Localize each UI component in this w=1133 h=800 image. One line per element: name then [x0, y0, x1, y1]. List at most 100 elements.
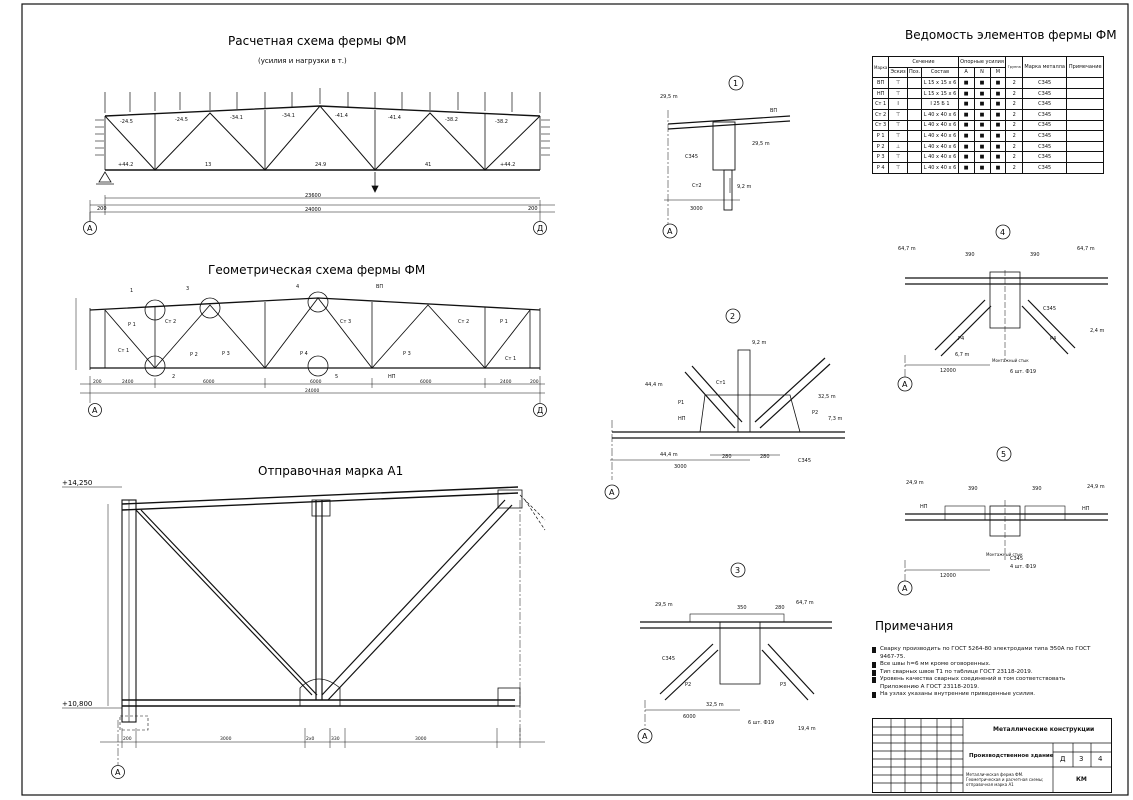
d1-label-7: С345: [685, 154, 698, 160]
spec-cell-steel: С345: [1021, 108, 1068, 121]
spec-cell-sketch: ⊤: [888, 151, 908, 163]
d5-label-7: 12000: [940, 573, 956, 579]
note-text-1: Сварку производить по ГОСТ 5264-80 элект…: [880, 646, 1091, 660]
detail-2-number: 2: [730, 312, 735, 321]
note-text-5: На узлах указаны внутренние приведенные …: [880, 691, 1036, 697]
s2-node-4: 4: [296, 284, 299, 290]
d2-label-3: 32,5 m: [818, 394, 836, 400]
d4-label-6: 6,7 m: [955, 352, 970, 358]
spec-cell-mark: Ст 2: [871, 108, 890, 121]
d5-label-4: 390: [1032, 486, 1042, 492]
spec-col-composition: Состав: [921, 66, 959, 79]
d2-label-4: 7,3 m: [828, 416, 843, 422]
s2-node-2: 2: [172, 374, 175, 380]
tb-code: КМ: [1076, 776, 1087, 783]
tb-stage: Д: [1060, 755, 1066, 763]
spec-cell-sketch: ⊤: [888, 119, 908, 132]
bullet-icon: [872, 692, 876, 698]
d5-label-5: НП: [920, 504, 928, 510]
sheet-frame: [21, 3, 1129, 796]
geometric-scheme: [75, 291, 545, 403]
spec-cell-steel: С345: [1021, 140, 1068, 153]
d5-label-10: Монтажный стык: [986, 552, 1023, 557]
d5-axis-marker: [897, 580, 913, 596]
note-text-4: Уровень качества сварных соединений в то…: [880, 676, 1066, 690]
spec-col-sketch: Эскиз: [888, 66, 908, 79]
spec-cell-sketch: I: [888, 98, 908, 110]
detail-2-callout: [725, 308, 741, 324]
detail-3-callout: [730, 562, 746, 578]
spec-cell-comp: I 25 Б 1: [921, 98, 959, 110]
s2-node-3: 3: [186, 286, 189, 292]
s1-force-top-5: -41.4: [335, 113, 348, 119]
s1-dim-total: 24000: [305, 207, 321, 213]
a1-dim-1: 200: [123, 736, 132, 742]
s2-axis-markers: А Д: [88, 403, 547, 417]
spec-cell-mark: Р 3: [871, 151, 890, 163]
spec-table: Марка Сечение Опорные усилия Группа Марк…: [871, 55, 1104, 174]
s1-axis-left: А: [87, 224, 93, 233]
d3-label-1: 29,5 m: [655, 602, 673, 608]
list-item: Тип сварных швов Т1 по таблице ГОСТ 2311…: [872, 669, 1102, 677]
d1-axis-marker: [662, 223, 678, 239]
s2-label-st2-left: Ст 2: [165, 319, 176, 325]
s2-dim-2: 2400: [122, 379, 134, 385]
d5-label-8: С345: [1010, 556, 1023, 562]
d3-label-10: С345: [662, 656, 675, 662]
spec-col-forces: Опорные усилия: [957, 56, 1007, 68]
d5-label-9: 4 шт. Ф19: [1010, 564, 1036, 570]
a1-dim-2: 2х0: [306, 736, 315, 742]
d3-label-3: 350: [737, 605, 747, 611]
a1-title: Отправочная марка А1: [258, 464, 403, 478]
d4-label-2: 64,7 m: [1077, 246, 1095, 252]
s1-force-top-2: -24.5: [175, 117, 188, 123]
detail-4: [904, 270, 1108, 380]
spec-cell-steel: С345: [1021, 77, 1068, 89]
d2-axis: А: [609, 488, 615, 497]
s1-force-bot-4: 41: [425, 162, 431, 168]
spec-cell-sketch: ⊤: [888, 77, 908, 89]
a1-dim-4: 3000: [220, 736, 232, 742]
s2-label-r2: Р 2: [190, 352, 198, 358]
s1-title: Расчетная схема фермы ФМ: [228, 34, 406, 48]
d3-label-7: P2: [685, 682, 691, 688]
detail-1-labels: 29,5 m ВП 29,5 m Ст2 9,2 m 3000 С345: [660, 94, 777, 212]
d5-label-1: 24,9 m: [906, 480, 924, 486]
d5-label-3: 390: [968, 486, 978, 492]
spec-col-pos: Поз.: [906, 66, 923, 79]
d2-label-9: НП: [678, 416, 686, 422]
d4-label-1: 64,7 m: [898, 246, 916, 252]
s2-label-np: НП: [388, 374, 396, 380]
d1-label-1: 29,5 m: [660, 94, 678, 100]
detail-5-number: 5: [1001, 450, 1006, 459]
d3-label-6: 19,4 m: [798, 726, 816, 732]
detail-1-number: 1: [733, 79, 738, 88]
spec-cell-comp: L 40 х 40 х 6: [921, 130, 959, 142]
s2-dim-total: 24000: [305, 388, 319, 394]
detail-4-callout: [995, 224, 1011, 240]
spec-col-steel: Марка металла: [1021, 55, 1068, 79]
spec-col-mark: Марка: [871, 55, 890, 79]
s1-dim-edge-left: 200: [97, 206, 107, 212]
spec-cell-sketch: ⊤: [888, 161, 908, 174]
spec-cell-mark: Ст 3: [871, 119, 890, 132]
s2-dim-3: 6000: [203, 379, 215, 385]
a1-dim-3: 330: [331, 736, 340, 742]
spec-col-section: Сечение: [888, 56, 959, 68]
s2-node-5: 5: [335, 374, 338, 380]
detail-4-labels: 64,7 m 64,7 m 390 390 2,4 m 6,7 m P4 P4 …: [898, 246, 1105, 375]
d1-label-4: Ст2: [692, 183, 702, 189]
d1-axis: А: [667, 227, 673, 236]
d4-label-8: P4: [1050, 336, 1056, 342]
d2-label-7: P2: [812, 410, 818, 416]
spec-col-force-m: M: [989, 66, 1007, 79]
s2-axis-left: А: [92, 406, 98, 415]
s2-dim-labels: 200 2400 6000 6000 6000 2400 200 24000: [93, 379, 539, 394]
detail-4-number: 4: [1000, 228, 1005, 237]
spec-col-force-n: N: [973, 66, 991, 79]
spec-cell-comp: L 40 х 40 х 6: [921, 119, 959, 132]
s1-force-top-8: -38.2: [495, 119, 508, 125]
